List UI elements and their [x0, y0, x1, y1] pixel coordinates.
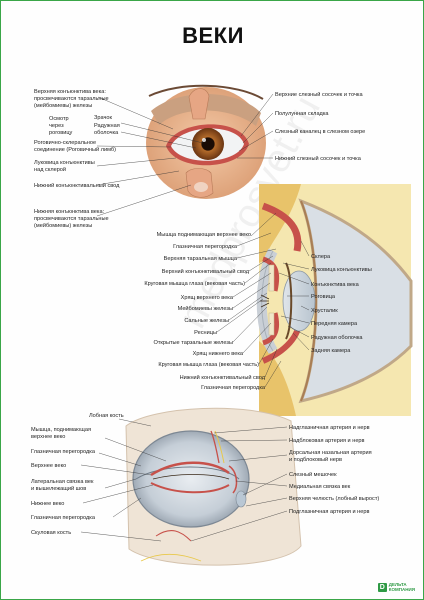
leader-lines-bottom [80, 418, 288, 542]
label-sebaceous-glands: Сальные железы [184, 318, 229, 324]
label-lower-eyelid: Нижнее веко [31, 501, 64, 507]
label-bulbar-conj: Луковица конъюнктивы [311, 267, 372, 273]
label-iris-section: Радужная оболочка [311, 335, 363, 341]
label-upper-tarsus: Хрящ верхнего века [181, 295, 234, 301]
label-iris: Радужная [94, 123, 120, 129]
label-levator-muscle: Мышца поднимающая верхнее веко [157, 232, 251, 238]
brand-logo: D ДЕЛЬТА КОМПАНИЯ [377, 582, 415, 592]
label-supratrochlear: Надблоковая артерия и нерв [289, 438, 365, 444]
label-dorsal-nasal: Дорсальная назальная артерия [289, 450, 372, 456]
sagittal-section-figure [256, 184, 413, 416]
label-cornea: Роговица [311, 294, 336, 300]
label-bulbar-conjunctiva: Луковица конъюнктивы [34, 160, 95, 166]
label-iris-2: оболочка [94, 130, 119, 136]
label-lacrimal-sac: Слезный мешочек [289, 471, 337, 478]
label-levator-palpebrae: Мышца, поднимающая [31, 427, 91, 433]
label-upper-eyelid: Верхнее веко [31, 463, 66, 469]
label-upper-conjunctiva-3: (мейбомиевы) железы [34, 102, 92, 109]
label-lower-tarsus: Хрящ нижнего века [193, 351, 244, 357]
leader-lines-middle [216, 212, 310, 388]
brand-name: ДЕЛЬТА [388, 582, 407, 587]
label-inspection-3: роговицу [49, 130, 73, 136]
label-orbital-septum-lower: Глазничная перегородка [201, 385, 266, 391]
label-canaliculus: Слезный каналец в слезном озере [275, 128, 365, 135]
label-lower-fornix: Нижний конъюнктивальный свод [34, 182, 120, 189]
label-levator-palpebrae-2: верхнее веко [31, 434, 65, 440]
label-limbus-2: соединение (Роговичный лимб) [34, 146, 116, 153]
label-plica: Полулунная складка [275, 111, 329, 117]
label-tarsal-muscle: Верхняя тарзальная мышца [164, 256, 238, 262]
label-lateral-ligament-2: и вышележащий шов [31, 485, 86, 492]
label-maxilla: Верхняя челюсть (лобный вырост) [289, 495, 379, 502]
label-upper-conjunctiva-2: просвечиваются тарзальные [34, 96, 109, 102]
label-posterior-chamber: Задняя камера [311, 348, 351, 354]
label-orbital-septum-upper: Глазничная перегородка [173, 244, 238, 250]
label-open-tarsal-glands: Открытые тарзальные железы [153, 340, 233, 346]
label-lower-conjunctiva-2: просвечиваются тарзальные [34, 216, 109, 222]
label-lower-conjunctiva: Нижняя конъюнктива века: [34, 209, 105, 215]
label-lower-conjunctiva-3: (мейбомиевы) железы [34, 222, 92, 229]
label-lateral-ligament: Латеральная связка век [31, 479, 94, 485]
label-orbicularis-upper: Круговая мышца глаза (вековая часть) [144, 281, 245, 287]
label-lens: Хрусталик [311, 308, 338, 314]
label-orbicularis-lower: Круговая мышца глаза (вековая часть) [158, 362, 259, 368]
label-upper-conjunctiva: Верхняя конъюнктива века: [34, 89, 106, 95]
label-pupil: Зрачок [94, 115, 113, 121]
label-lower-papilla: Нижний слезный сосочек и точка [275, 155, 362, 162]
page-title: ВЕКИ [182, 23, 244, 48]
label-supraorbital: Надглазничная артерия и нерв [289, 425, 370, 431]
label-upper-fornix: Верхний конъюнктивальный свод [162, 268, 250, 275]
label-infraorbital: Подглазничная артерия и нерв [289, 509, 369, 515]
brand-sub: КОМПАНИЯ [388, 587, 415, 592]
label-medial-ligament: Медиальная связка век [289, 484, 351, 490]
label-limbus: Роговично-склеральное [34, 140, 96, 146]
label-eyelashes: Ресницы [194, 330, 217, 336]
external-eye-figure [146, 84, 266, 199]
label-lower-fornix-2: Нижний конъюнктивальный свод [180, 374, 266, 381]
label-inspection: Осмотр [49, 116, 69, 122]
label-upper-papilla: Верхние слезный сосочек и точка [275, 91, 363, 98]
label-sclera: Склера [311, 254, 331, 260]
label-anterior-chamber: Передняя камера [311, 321, 358, 327]
label-bulbar-conjunctiva-2: над склерой [34, 166, 66, 173]
label-dorsal-nasal-2: и подблоковый нерв [289, 456, 342, 463]
label-orbital-septum-b: Глазничная перегородка [31, 515, 96, 521]
label-zygomatic-bone: Скуловая кость [31, 530, 71, 536]
label-orbital-septum-a: Глазничная перегородка [31, 449, 96, 455]
leader-lines-top [96, 93, 274, 217]
brand-mark-icon: D [377, 582, 387, 592]
label-frontal-bone: Лобная кость [89, 413, 124, 419]
label-palpebral-conj: Конъюнктива века [311, 282, 360, 288]
orbit-frontal-figure [125, 407, 302, 566]
label-inspection-2: через [49, 123, 64, 129]
label-meibomian-glands: Мейбомиевы железы [178, 305, 233, 312]
